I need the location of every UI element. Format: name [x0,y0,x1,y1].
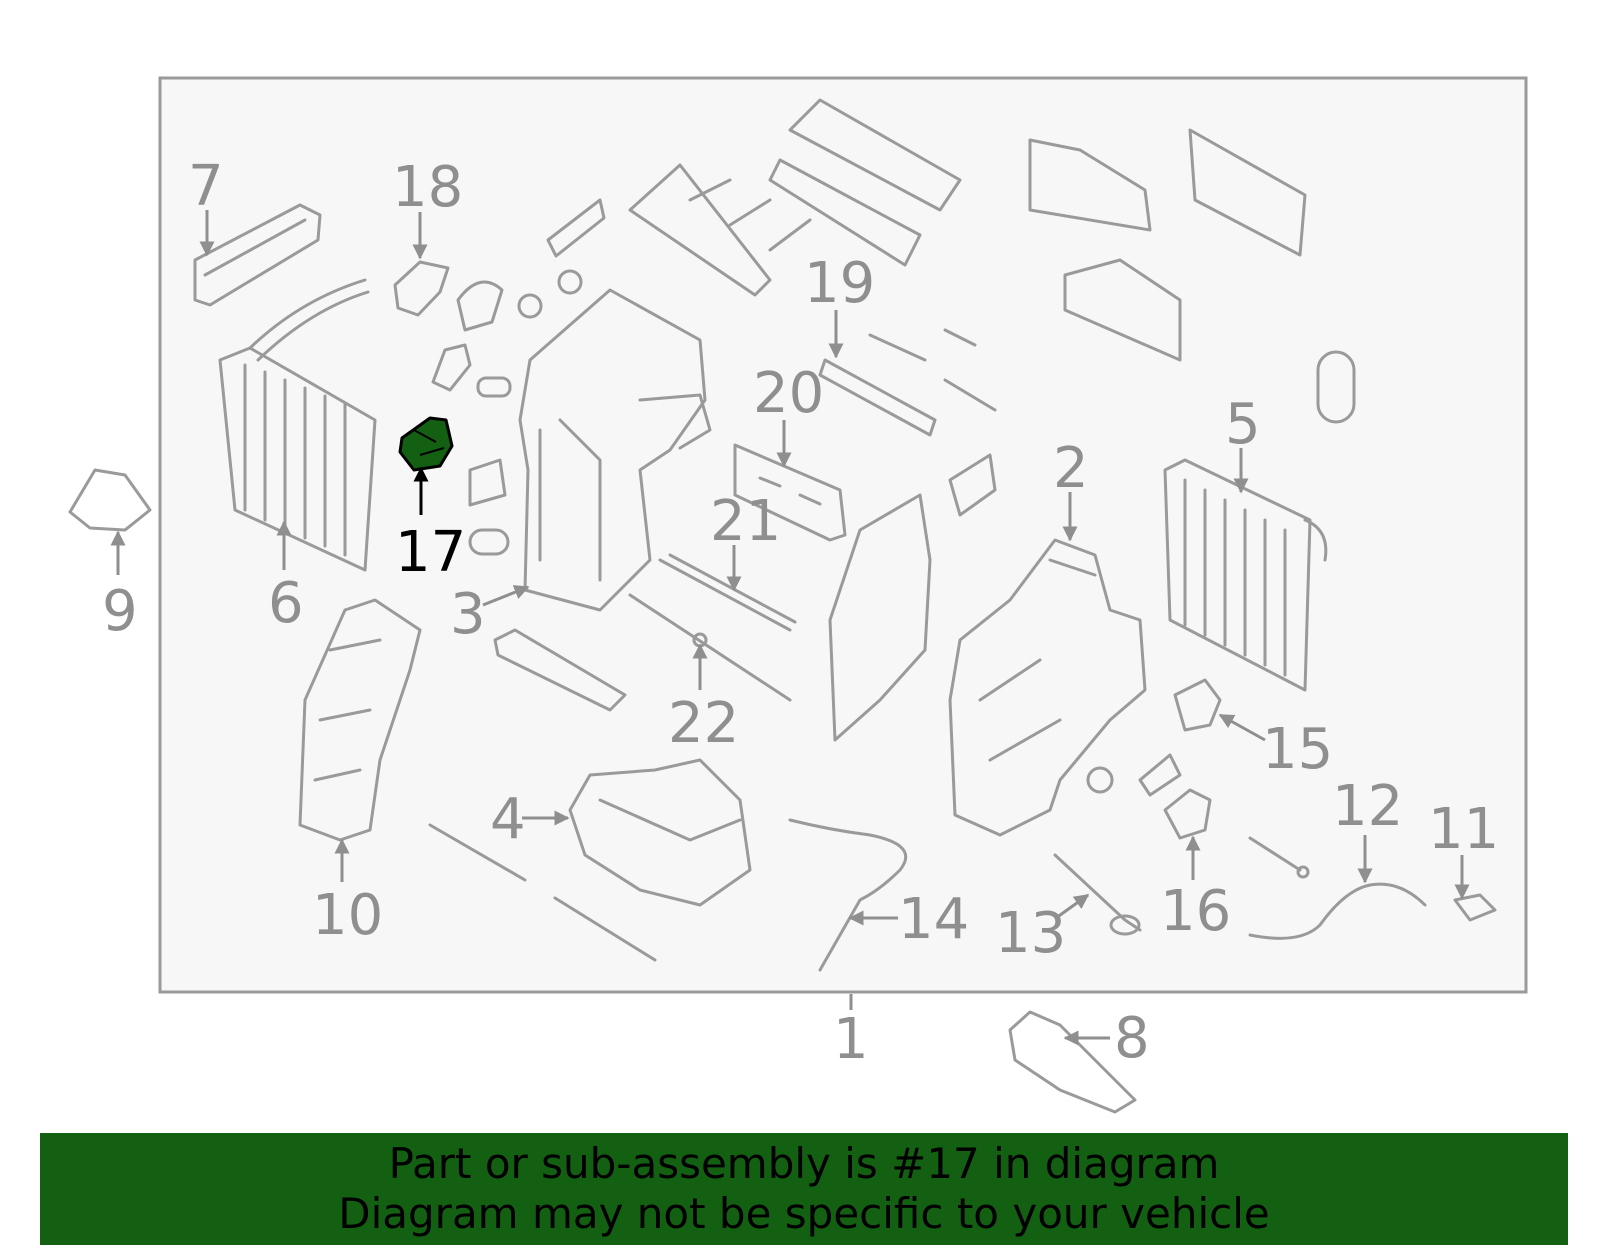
callout-11: 11 [1428,797,1499,862]
part-4-lower-case[interactable] [568,758,752,907]
side-case [828,453,997,742]
part-17-highlighted[interactable] [398,416,454,472]
small-parts-group [431,198,606,556]
filter-tray [493,628,627,712]
part-14-hose[interactable] [788,818,908,972]
info-banner: Part or sub-assembly is #17 in diagram D… [40,1133,1568,1245]
part-6-evaporator[interactable] [218,278,377,572]
upper-panels [1028,128,1356,424]
callout-12: 12 [1332,774,1403,839]
part-10-duct[interactable] [298,598,422,842]
lower-rods [428,823,657,962]
callout-17: 17 [395,520,466,585]
part-20-module[interactable] [733,443,847,542]
part-8-bracket[interactable] [1008,1010,1137,1114]
callout-22: 22 [668,691,739,756]
part-16-actuator[interactable] [1086,753,1212,840]
banner-line-part: Part or sub-assembly is #17 in diagram [388,1139,1220,1188]
callout-19: 19 [804,251,875,316]
seal-frames [628,98,962,297]
callout-15: 15 [1262,717,1333,782]
callout-10: 10 [312,883,383,948]
callout-6: 6 [268,571,304,636]
callout-13: 13 [995,901,1066,966]
callout-labels: 7 18 19 20 21 22 2 5 9 6 17 3 10 4 14 13… [102,154,1499,1072]
callout-20: 20 [753,361,824,426]
part-7-bracket[interactable] [193,203,322,307]
part-3-housing[interactable] [518,288,712,612]
part-9-bracket[interactable] [68,468,152,532]
banner-line-disclaimer: Diagram may not be specific to your vehi… [338,1189,1270,1238]
callout-1: 1 [833,1007,869,1072]
callout-3: 3 [450,582,486,647]
callout-21: 21 [710,489,781,554]
callout-14: 14 [898,887,969,952]
leader-lines [110,210,1470,1046]
callout-4: 4 [490,787,526,852]
part-5-heater-core[interactable] [1163,458,1328,692]
callout-5: 5 [1225,392,1261,457]
part-2-main-unit[interactable] [948,538,1147,837]
callout-9: 9 [102,579,138,644]
part-18-actuator[interactable] [393,260,450,317]
part-12-hose[interactable] [1248,882,1427,940]
part-11-sensor[interactable] [1453,893,1497,922]
part-13-hose[interactable] [1053,853,1142,936]
part-15-actuator[interactable] [1173,678,1222,732]
callout-16: 16 [1160,879,1231,944]
callout-7: 7 [188,154,224,219]
callout-8: 8 [1114,1006,1150,1071]
screw [1248,836,1310,879]
callout-18: 18 [392,155,463,220]
part-19-seal[interactable] [818,328,997,437]
callout-2: 2 [1053,436,1089,501]
